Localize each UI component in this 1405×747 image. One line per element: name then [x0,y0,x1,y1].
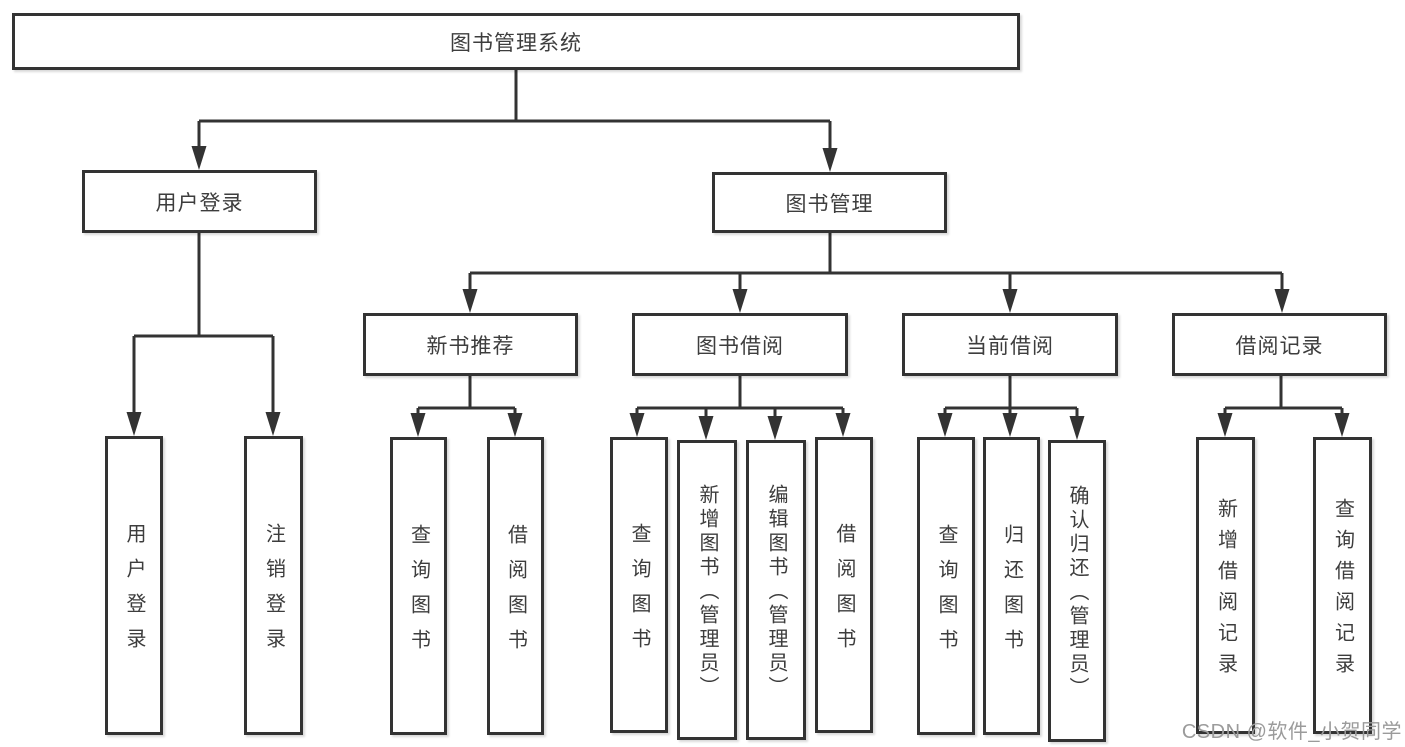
leaf-cb-return-books: 归还图书 [983,437,1040,735]
leaf-label: 查询图书 [407,523,430,664]
leaf-bb-query-books: 查询图书 [610,437,668,733]
node-borrow-records: 借阅记录 [1172,313,1387,376]
leaf-label: 查询借阅记录 [1331,498,1354,684]
leaf-label: 查询图书 [935,523,957,664]
leaf-label: 新增借阅记录 [1214,498,1237,684]
leaf-logout: 注销登录 [244,436,303,735]
leaf-label: 借阅图书 [504,523,527,664]
node-current-borrowing: 当前借阅 [902,313,1118,376]
leaf-bb-edit-books-admin: 编辑图书（管理员） [746,440,806,740]
leaf-br-add-record: 新增借阅记录 [1196,437,1255,734]
leaf-label: 借阅图书 [833,522,855,663]
leaf-br-query-record: 查询借阅记录 [1313,437,1372,734]
leaf-label: 编辑图书（管理员） [765,484,787,700]
leaf-label: 用户登录 [123,523,145,663]
leaf-label: 新增图书（管理员） [696,484,718,700]
leaf-nbr-query-books: 查询图书 [390,437,447,735]
leaf-cb-confirm-return-admin: 确认归还（管理员） [1048,440,1106,742]
node-root-system: 图书管理系统 [12,13,1020,70]
leaf-label: 注销登录 [262,523,285,663]
leaf-bb-borrow-books: 借阅图书 [815,437,873,733]
leaf-label: 确认归还（管理员） [1066,485,1088,701]
node-book-borrowing: 图书借阅 [632,313,848,376]
node-new-book-recommend: 新书推荐 [363,313,578,376]
leaf-nbr-borrow-books: 借阅图书 [487,437,544,735]
leaf-bb-add-books-admin: 新增图书（管理员） [677,440,737,740]
leaf-label: 归还图书 [1000,523,1023,664]
leaf-cb-query-books: 查询图书 [917,437,975,735]
leaf-label: 查询图书 [628,522,650,663]
watermark: CSDN @软件_小贺同学 [1181,721,1402,743]
node-book-management: 图书管理 [712,172,947,233]
node-user-login: 用户登录 [82,170,317,233]
leaf-user-login: 用户登录 [105,436,163,735]
